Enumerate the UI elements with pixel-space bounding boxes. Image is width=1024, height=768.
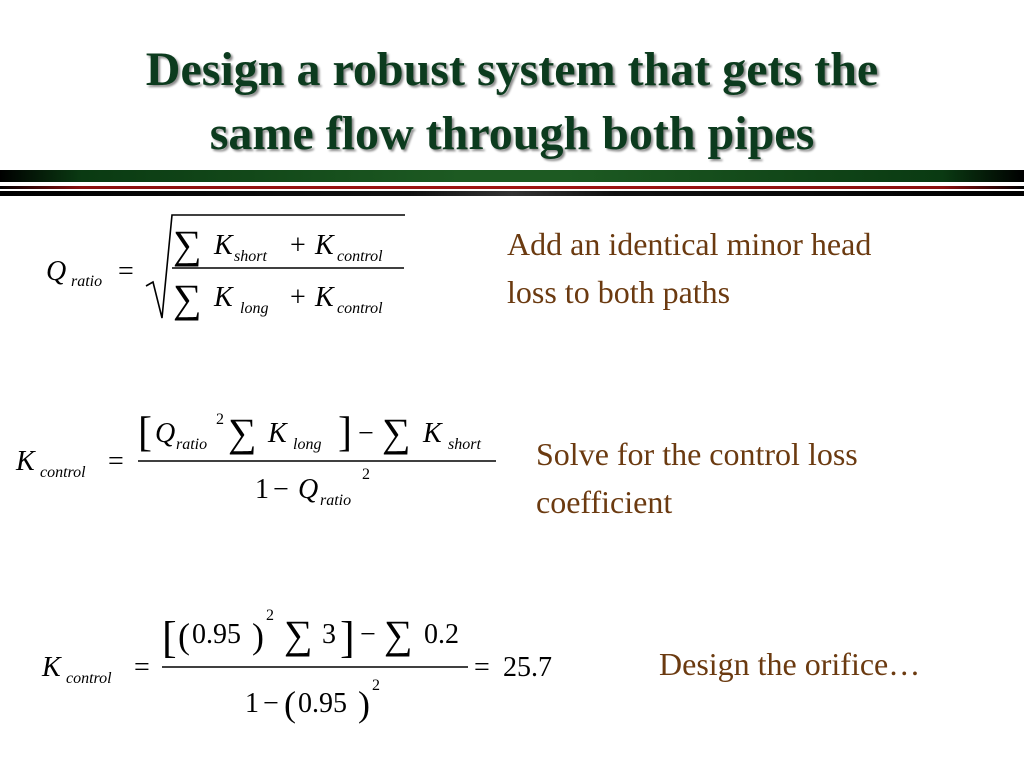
eq1-sub-control-bottom: control [337,300,383,317]
eq3-minus: − [360,619,376,650]
eq1-sub-short: short [234,248,267,265]
eq1-sub-ratio: ratio [71,273,102,290]
eq2-k: K [15,446,36,477]
eq3-one: 1 [245,688,259,719]
eq3-value-095-den: 0.95 [298,688,347,719]
eq2-left-bracket: [ [138,410,152,456]
eq2-one: 1 [255,474,269,505]
eq1-sub-control-top: control [337,248,383,265]
eq3-sub-control: control [66,670,112,687]
eq1-plus-top: + [290,230,306,261]
eq1-k-long: K [213,282,234,313]
eq1-radical [145,214,405,319]
eq3-right-bracket: ] [340,613,355,662]
eq2-sum-long: ∑ [228,410,257,455]
eq2-equals: = [108,446,124,477]
eq1-plus-bottom: + [290,282,306,313]
title-line-1: Design a robust system that gets the [145,43,879,96]
eq1-k-short: K [213,230,234,261]
eq2-right-bracket: ] [338,410,352,456]
note-solve-control-loss: Solve for the control loss coefficient [536,430,858,526]
eq3-left-paren-den: ( [284,684,296,724]
eq3-sum-3: ∑ [284,612,313,657]
title-divider-red [0,186,1024,189]
eq1-equals: = [118,256,134,287]
eq2-k-long: K [267,418,288,449]
eq3-equals-result: = [474,652,490,683]
note1-line-2: loss to both paths [507,274,731,310]
eq3-right-paren-den: ) [358,684,370,724]
eq2-sum-short: ∑ [382,410,411,455]
eq3-exp-2: 2 [266,607,274,624]
eq1-k-control-top: K [314,230,335,261]
eq3-result: 25.7 [503,652,552,683]
eq2-exp-2-den: 2 [362,466,370,483]
note2-line-2: coefficient [536,484,673,520]
eq3-minus-den: − [263,688,279,719]
eq3-left-paren: ( [178,616,190,656]
eq3-value-3: 3 [322,619,336,650]
note-minor-head-loss: Add an identical minor head loss to both… [507,220,871,316]
eq3-sum-02: ∑ [384,612,413,657]
eq2-sub-control: control [40,464,86,481]
eq2-q-den: Q [298,474,318,505]
slide-title: Design a robust system that gets the sam… [0,38,1024,166]
eq3-value-02: 0.2 [424,619,459,650]
eq1-sub-long: long [240,300,268,317]
eq3-left-bracket: [ [162,613,177,662]
eq3-exp-2-den: 2 [372,677,380,694]
eq2-minus: − [358,418,374,449]
note-design-orifice: Design the orifice… [659,640,920,688]
eq2-sub-ratio: ratio [176,436,207,453]
eq1-sum-top: ∑ [173,222,202,267]
eq2-exp-2: 2 [216,411,224,428]
eq2-sub-short: short [448,436,481,453]
eq3-equals: = [134,652,150,683]
title-line-2: same flow through both pipes [209,107,815,160]
note2-line-1: Solve for the control loss [536,436,858,472]
eq2-k-short: K [422,418,443,449]
eq2-minus-den: − [273,474,289,505]
eq1-sum-bottom: ∑ [173,276,202,321]
eq3-right-paren: ) [252,616,264,656]
title-divider-green [0,170,1024,182]
eq3-k: K [41,652,62,683]
eq2-sub-ratio-den: ratio [320,492,351,509]
note1-line-1: Add an identical minor head [507,226,872,262]
note3-line: Design the orifice… [659,646,921,682]
eq1-q: Q [46,256,66,287]
eq3-value-095: 0.95 [192,619,241,650]
eq1-k-control-bottom: K [314,282,335,313]
eq2-sub-long: long [293,436,321,453]
eq2-q: Q [155,418,175,449]
title-divider-black [0,191,1024,196]
